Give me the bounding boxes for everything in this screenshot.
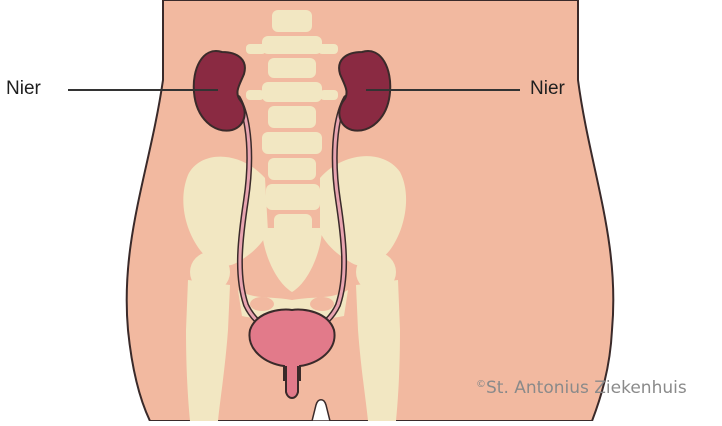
obturator-right: [310, 297, 334, 311]
copyright-text: St. Antonius Ziekenhuis: [486, 378, 687, 398]
obturator-left: [250, 297, 274, 311]
copyright-notice: ©St. Antonius Ziekenhuis: [476, 378, 687, 398]
kidney-label-right: Nier: [530, 78, 565, 100]
copyright-symbol: ©: [476, 379, 486, 390]
urethra: [286, 366, 298, 398]
kidney-label-left: Nier: [6, 78, 41, 100]
